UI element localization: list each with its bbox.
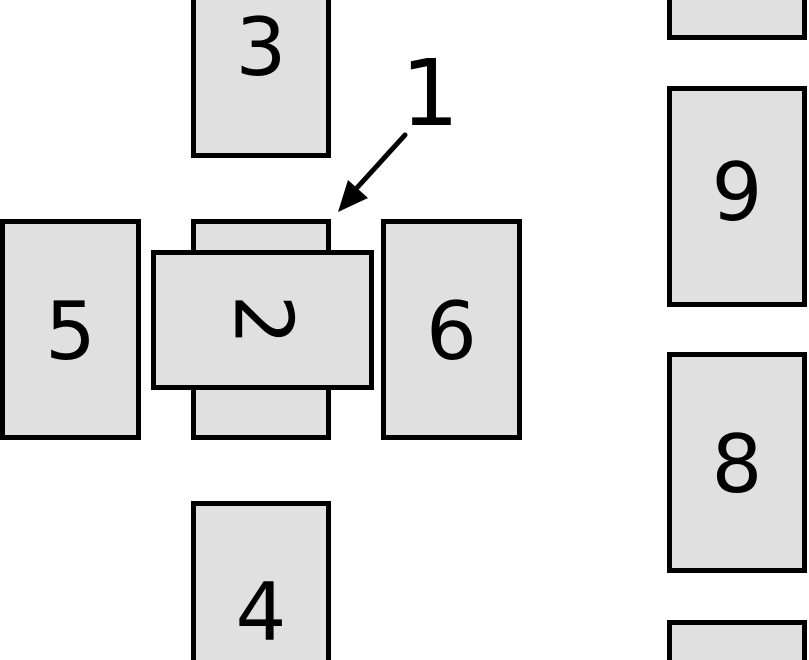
card-5-label: 5: [45, 285, 96, 378]
card-6: 6: [381, 219, 522, 440]
callout-label: 1: [400, 40, 460, 147]
card-3-label: 3: [235, 1, 287, 94]
card-2: 2: [151, 250, 374, 390]
card-3: 3: [191, 0, 331, 158]
card-4: 4: [191, 501, 331, 660]
card-4-label: 4: [235, 566, 287, 659]
arrow-shaft: [352, 132, 408, 193]
card-9-label: 9: [711, 146, 763, 239]
card-8: 8: [667, 352, 807, 573]
arrowhead-icon: [338, 180, 368, 212]
card-5: 5: [0, 219, 141, 440]
card-8-label: 8: [711, 418, 763, 511]
card-9: 9: [667, 86, 807, 307]
card-2-label: 2: [216, 294, 310, 346]
card-top-right: [667, 0, 807, 40]
card-bottom-right: [667, 620, 807, 660]
card-6-label: 6: [426, 285, 477, 378]
